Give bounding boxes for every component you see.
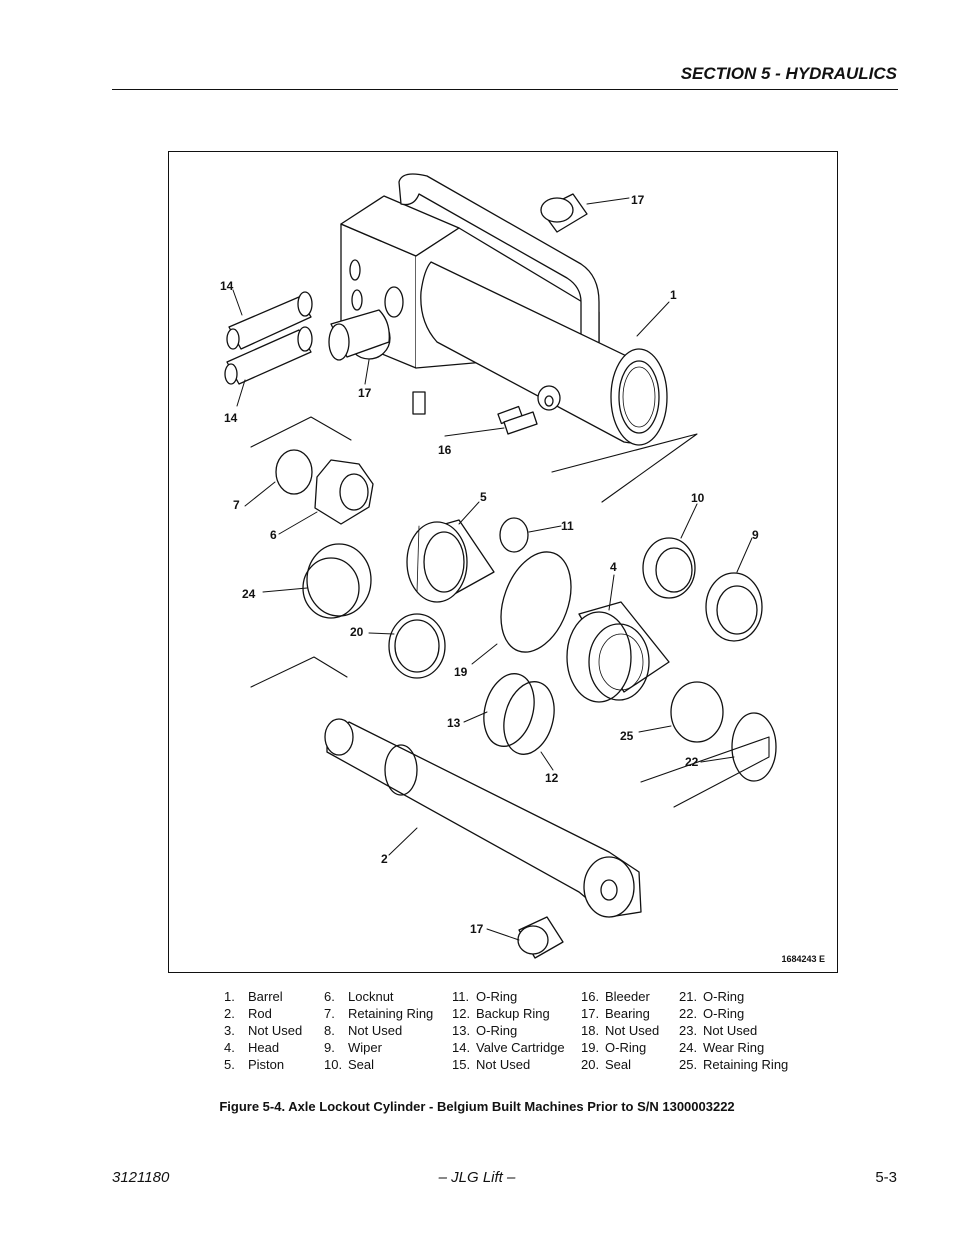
legend-item: 13.O-Ring: [452, 1023, 518, 1038]
callout-5: 5: [480, 490, 487, 504]
callout-24: 24: [242, 587, 256, 601]
barrel-assembly: [328, 173, 668, 446]
shadow-planes: [250, 416, 770, 808]
legend-item: 25.Retaining Ring: [679, 1057, 789, 1072]
bearing-top: [540, 193, 588, 233]
legend-column-4: 16.Bleeder 17.Bearing 18.Not Used 19.O-R…: [581, 988, 659, 1073]
callout-14: 14: [220, 279, 234, 293]
callout-12: 12: [545, 771, 559, 785]
callout-20: 20: [350, 625, 364, 639]
legend-item: 8.Not Used: [324, 1023, 403, 1038]
callout-7: 7: [233, 498, 240, 512]
legend-item: 5.Piston: [224, 1057, 285, 1072]
bleeders: [412, 391, 538, 435]
legend-item: 20.Seal: [581, 1057, 632, 1072]
legend-item: 2.Rod: [224, 1006, 272, 1021]
legend-column-3: 11.O-Ring 12.Backup Ring 13.O-Ring 14.Va…: [452, 988, 565, 1073]
retaining-ring-7: [275, 449, 313, 495]
callout-19: 19: [454, 665, 468, 679]
o-ring-11: [499, 517, 529, 553]
locknut: [314, 459, 374, 525]
legend-item: 4.Head: [224, 1040, 280, 1055]
callout-14: 14: [224, 411, 238, 425]
callout-17: 17: [631, 193, 645, 207]
callout-16: 16: [438, 443, 452, 457]
legend-item: 15.Not Used: [452, 1057, 531, 1072]
head: [566, 601, 670, 703]
legend-item: 10.Seal: [324, 1057, 375, 1072]
legend-item: 17.Bearing: [581, 1006, 650, 1021]
seal-10: [642, 537, 696, 599]
cylinder-illustration: [224, 173, 777, 959]
footer-page-number: 5-3: [875, 1169, 897, 1186]
legend-item: 7.Retaining Ring: [324, 1006, 434, 1021]
legend-item: 19.O-Ring: [581, 1040, 647, 1055]
legend-item: 18.Not Used: [581, 1023, 660, 1038]
legend-item: 12.Backup Ring: [452, 1006, 550, 1021]
o-rings-12-13: [483, 673, 555, 755]
exploded-view-figure: 17 1 14 17 14 16 7 6 5 11 10 9 4 24 20 1…: [168, 151, 838, 973]
callout-10: 10: [691, 491, 705, 505]
callout-11: 11: [561, 519, 574, 533]
callout-17: 17: [358, 386, 372, 400]
piston: [406, 519, 495, 603]
wear-ring: [302, 543, 372, 619]
o-ring-22: [731, 712, 777, 782]
callout-4: 4: [610, 560, 617, 574]
legend-item: 22.O-Ring: [679, 1006, 745, 1021]
header-rule: [112, 89, 898, 90]
callout-1: 1: [670, 288, 677, 302]
callout-9: 9: [752, 528, 759, 542]
figure-caption: Figure 5-4. Axle Lockout Cylinder - Belg…: [219, 1099, 735, 1114]
callout-13: 13: [447, 716, 461, 730]
leader-lines: [232, 197, 753, 941]
legend-item: 3.Not Used: [224, 1023, 303, 1038]
legend-item: 1.Barrel: [224, 989, 283, 1004]
o-ring-19: [500, 551, 572, 653]
legend-item: 23.Not Used: [679, 1023, 758, 1038]
callout-22: 22: [685, 755, 699, 769]
legend-column-1: 1.Barrel 2.Rod 3.Not Used 4.Head 5.Pisto…: [224, 988, 302, 1073]
callout-2: 2: [381, 852, 388, 866]
legend-item: 21.O-Ring: [679, 989, 745, 1004]
callout-25: 25: [620, 729, 634, 743]
retaining-ring-25: [670, 681, 724, 743]
legend-column-2: 6.Locknut 7.Retaining Ring 8.Not Used 9.…: [324, 988, 433, 1073]
bearing-bottom: [517, 916, 564, 959]
wiper: [705, 572, 763, 642]
legend-item: 9.Wiper: [324, 1040, 382, 1055]
legend-item: 16.Bleeder: [581, 989, 650, 1004]
callout-17: 17: [470, 922, 484, 936]
footer-doc-number: 3121180: [112, 1169, 170, 1186]
section-title: SECTION 5 - HYDRAULICS: [680, 64, 897, 83]
legend-item: 6.Locknut: [324, 989, 394, 1004]
seal-20: [388, 613, 446, 679]
drawing-code: 1684243 E: [781, 954, 825, 964]
legend-item: 24.Wear Ring: [679, 1040, 765, 1055]
legend-column-5: 21.O-Ring 22.O-Ring 23.Not Used 24.Wear …: [679, 988, 788, 1073]
rod: [324, 718, 642, 918]
legend-item: 11.O-Ring: [452, 989, 518, 1004]
callout-6: 6: [270, 528, 277, 542]
valve-cartridges: [224, 291, 313, 385]
footer-publisher: – JLG Lift –: [438, 1169, 516, 1186]
legend-item: 14.Valve Cartridge: [452, 1040, 565, 1055]
